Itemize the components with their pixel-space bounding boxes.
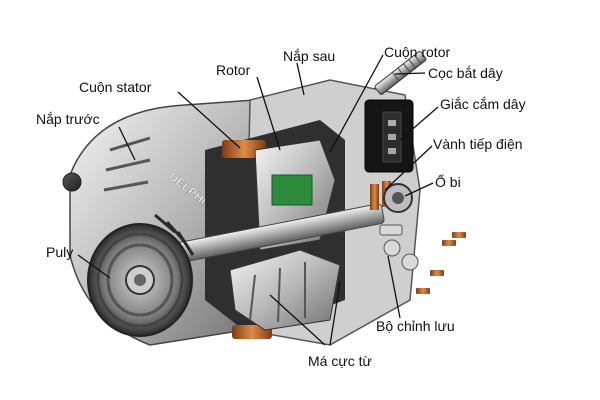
leader-cuon-stator [177,91,241,149]
connector-pins [388,120,396,154]
label-rotor: Rotor [216,62,251,78]
leader-giac-cam-day [399,106,439,141]
alternator-illustration: DELPHI [62,51,466,346]
leader-bo-chinh-luu [387,255,401,319]
label-puly: Puly [46,244,73,260]
claw-poles [229,249,341,331]
rectifier-diodes [379,224,466,294]
leader-ma-cuc-tu-1 [269,294,326,346]
label-coc-bat-day: Cọc bắt dây [428,65,503,81]
terminal-stud-thread [391,54,422,82]
rotor-coil [271,174,313,206]
label-o-bi: Ổ bi [435,173,461,190]
leader-lines [77,54,439,346]
label-nap-truoc: Nắp trước [36,111,100,127]
claw-pole-fingers [249,262,306,323]
pulley-groove-1 [96,232,184,328]
label-nap-sau: Nắp sau [283,48,335,64]
label-vanh-tiep-dien: Vành tiếp điện [433,136,523,152]
leader-o-bi [404,182,434,197]
terminal-stud [374,51,427,95]
pulley-nut [134,274,146,286]
cover-bolt [62,172,82,192]
label-bo-chinh-luu: Bộ chỉnh lưu [376,318,455,334]
leader-nap-truoc [118,126,136,161]
leader-nap-sau [296,62,305,96]
label-cuon-rotor: Cuộn rotor [384,44,450,60]
leader-rotor [256,76,281,151]
leader-coc-bat-day [394,72,426,75]
leader-puly [77,254,111,279]
label-giac-cam-day: Giắc cắm dây [440,96,526,112]
part-labels: Cuộn rotor Nắp sau Rotor Cọc bắt dây Cuộ… [36,44,526,369]
leader-ma-cuc-tu-2 [329,281,341,346]
leader-cuon-rotor [329,54,384,153]
slip-ring-1 [370,184,379,210]
label-cuon-stator: Cuộn stator [79,79,152,95]
leader-vanh-tiep-dien [384,145,433,191]
front-cover-vents [103,136,151,192]
label-ma-cuc-tu: Má cực từ [308,353,372,369]
bearing-inner [392,192,404,204]
cooling-fan [154,213,195,256]
pulley-groove-2 [106,243,174,317]
